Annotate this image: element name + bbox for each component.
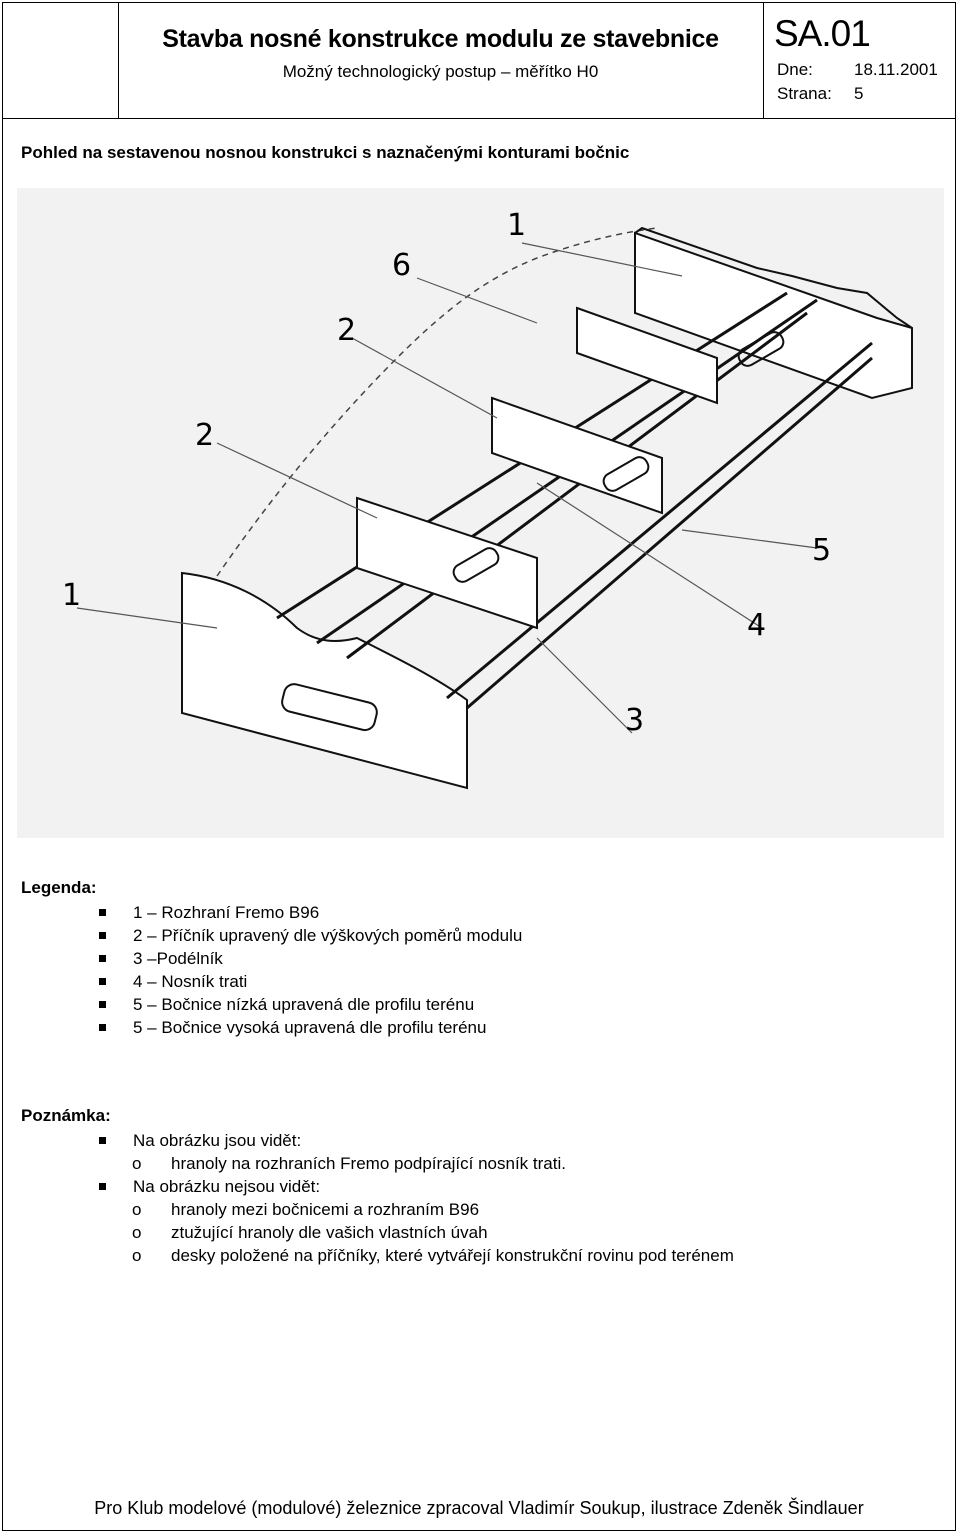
bullet-square-icon bbox=[99, 1024, 106, 1031]
terrain-contour bbox=[216, 227, 658, 577]
cross-member-3 bbox=[576, 306, 718, 405]
far-interface-board bbox=[634, 231, 913, 400]
info-cell: SA.01 Dne: 18.11.2001 Strana: 5 bbox=[764, 3, 954, 118]
bullet-square-icon bbox=[99, 1137, 106, 1144]
footer-credit: Pro Klub modelové (modulové) železnice z… bbox=[94, 1498, 864, 1518]
bullet-square-icon bbox=[99, 1001, 106, 1008]
legend-heading: Legenda: bbox=[21, 878, 97, 897]
page-label: Strana: bbox=[777, 84, 832, 103]
construction-drawing bbox=[17, 188, 944, 838]
date-row: Dne: 18.11.2001 bbox=[777, 60, 938, 80]
page-row: Strana: 5 bbox=[777, 84, 863, 104]
page-value: 5 bbox=[854, 84, 864, 103]
bullet-circle-icon: o bbox=[132, 1154, 142, 1173]
title-cell: Stavba nosné konstrukce modulu ze staveb… bbox=[118, 3, 764, 118]
bullet-circle-icon: o bbox=[132, 1246, 142, 1265]
track-beam-bottom bbox=[346, 311, 808, 660]
note-heading: Poznámka: bbox=[21, 1106, 111, 1125]
date-label: Dne: bbox=[777, 60, 813, 79]
longitudinal-beam-right bbox=[446, 341, 873, 700]
bullet-circle-icon: o bbox=[132, 1200, 142, 1219]
document-title: Stavba nosné konstrukce modulu ze staveb… bbox=[162, 25, 719, 53]
document-subtitle: Možný technologický postup – měřítko H0 bbox=[282, 62, 599, 81]
logo-cell bbox=[3, 3, 119, 118]
bullet-square-icon bbox=[99, 932, 106, 939]
bullet-square-icon bbox=[99, 909, 106, 916]
drawing-background bbox=[17, 188, 944, 838]
cross-member-1 bbox=[356, 496, 538, 630]
cross-member-2 bbox=[491, 396, 663, 515]
bullet-square-icon bbox=[99, 955, 106, 962]
bullet-square-icon bbox=[99, 1183, 106, 1190]
date-value: 18.11.2001 bbox=[854, 60, 938, 79]
near-interface-board bbox=[181, 571, 468, 790]
bullet-square-icon bbox=[99, 978, 106, 985]
document-code: SA.01 bbox=[774, 13, 871, 54]
bullet-circle-icon: o bbox=[132, 1223, 142, 1242]
title-block: Stavba nosné konstrukce modulu ze staveb… bbox=[3, 3, 955, 119]
section-title: Pohled na sestavenou nosnou konstrukci s… bbox=[21, 143, 630, 162]
